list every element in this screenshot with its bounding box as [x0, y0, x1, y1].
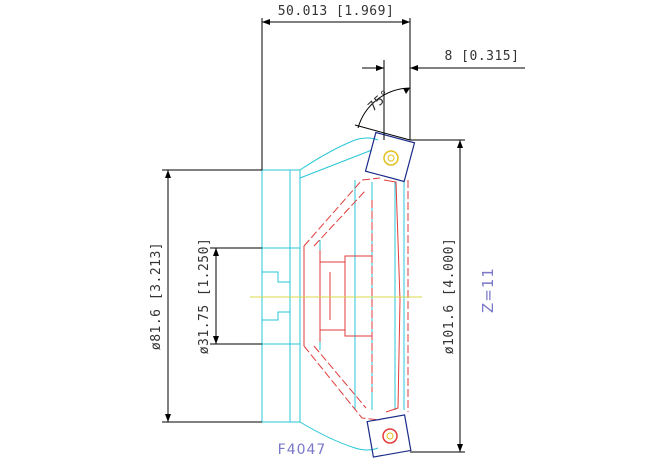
dim-hub-diameter: ø81.6 [3.213] [149, 169, 262, 423]
dim-width-total-text: 50.013 [1.969] [278, 4, 395, 19]
dim-insert-offset-text: 8 [0.315] [445, 49, 520, 64]
hidden-lines [303, 177, 409, 421]
dim-width-total: 50.013 [1.969] [261, 4, 411, 170]
teeth-count-label: Z=11 [479, 267, 497, 313]
cutter-body-outline [261, 137, 405, 451]
dim-bore-diameter-text: ø31.75 [1.250] [197, 238, 212, 355]
bottom-insert [366, 414, 412, 458]
top-insert [364, 131, 416, 183]
dim-insert-offset: 8 [0.315] [362, 49, 525, 140]
dim-cutter-diameter-text: ø101.6 [4.000] [442, 238, 457, 355]
dim-approach-angle: 75° [354, 87, 411, 141]
dim-approach-angle-text: 75° [366, 87, 395, 115]
dim-hub-diameter-text: ø81.6 [3.213] [149, 242, 164, 350]
dim-cutter-diameter: ø101.6 [4.000] [410, 139, 465, 453]
model-label: F4047 [278, 442, 327, 458]
dim-bore-diameter: ø31.75 [1.250] [197, 238, 262, 355]
